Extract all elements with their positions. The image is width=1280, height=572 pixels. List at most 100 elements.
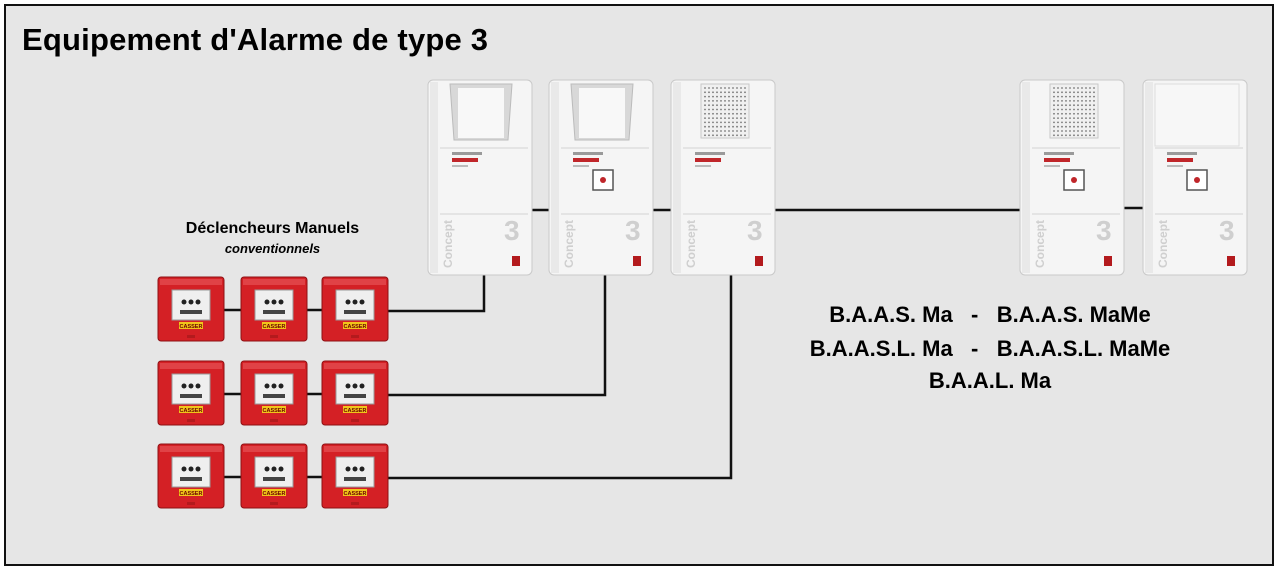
speaker-hole — [716, 100, 718, 102]
speaker-hole — [1077, 125, 1079, 128]
speaker-hole — [728, 108, 730, 111]
trigger-label: CASSER — [180, 491, 203, 497]
speaker-hole — [728, 130, 730, 132]
speaker-hole — [1085, 112, 1087, 115]
speaker-hole — [1073, 108, 1075, 111]
speaker-hole — [1093, 112, 1095, 115]
speaker-hole — [740, 125, 742, 128]
unit-brand-name: Concept — [441, 220, 455, 268]
speaker-hole — [732, 134, 734, 137]
speaker-hole — [740, 91, 742, 94]
speaker-hole — [704, 100, 706, 102]
unit-brand-number: 3 — [747, 215, 763, 246]
trigger-symbol — [359, 383, 365, 389]
trigger-screw — [187, 502, 195, 505]
speaker-hole — [716, 121, 718, 124]
speaker-hole — [720, 108, 722, 111]
trigger-symbol — [271, 299, 277, 305]
trigger-screw — [351, 502, 359, 505]
unit-logo — [512, 256, 520, 266]
trigger-symbol — [352, 466, 358, 472]
device-type-line-2: B.A.A.S.L. Ma - B.A.A.S.L. MaMe — [809, 336, 1171, 361]
speaker-hole — [1093, 95, 1095, 98]
speaker-hole — [712, 87, 714, 89]
trigger-window — [335, 373, 375, 405]
speaker-hole — [720, 130, 722, 132]
speaker-hole — [1065, 134, 1067, 137]
speaker-hole — [704, 87, 706, 89]
speaker-hole — [720, 91, 722, 94]
trigger-highlight — [324, 446, 386, 452]
speaker-hole — [728, 104, 730, 107]
manual-trigger: CASSER — [157, 276, 225, 342]
unit-side-shade — [1145, 82, 1153, 273]
speaker-hole — [1061, 104, 1063, 107]
speaker-hole — [720, 100, 722, 102]
trigger-window — [335, 456, 375, 488]
trigger-window — [171, 456, 211, 488]
trigger-window — [171, 289, 211, 321]
unit-red-mark — [1167, 158, 1193, 162]
speaker-hole — [708, 130, 710, 132]
trigger-symbol — [278, 299, 284, 305]
speaker-hole — [740, 117, 742, 119]
trigger-window — [171, 373, 211, 405]
speaker-hole — [1057, 87, 1059, 89]
speaker-hole — [736, 130, 738, 132]
trigger-label: CASSER — [344, 408, 367, 414]
speaker-hole — [1089, 108, 1091, 111]
speaker-hole — [720, 95, 722, 98]
speaker-hole — [732, 104, 734, 107]
speaker-hole — [1061, 95, 1063, 98]
speaker-hole — [736, 91, 738, 94]
speaker-hole — [740, 112, 742, 115]
unit-side-shade — [430, 82, 438, 273]
speaker-hole — [732, 100, 734, 102]
speaker-hole — [744, 117, 746, 119]
trigger-text-mark — [263, 477, 285, 481]
speaker-hole — [1085, 95, 1087, 98]
speaker-hole — [736, 87, 738, 89]
speaker-hole — [1085, 108, 1087, 111]
unit-label-mark — [1167, 165, 1183, 167]
manual-trigger: CASSER — [240, 443, 308, 509]
trigger-text-mark — [344, 310, 366, 314]
speaker-hole — [708, 91, 710, 94]
speaker-hole — [1089, 100, 1091, 102]
trigger-window — [254, 456, 294, 488]
page-title: Equipement d'Alarme de type 3 — [22, 22, 489, 57]
speaker-hole — [1081, 134, 1083, 137]
unit-label-mark — [1167, 152, 1197, 155]
trigger-text-mark — [344, 477, 366, 481]
unit-brand-number: 3 — [1096, 215, 1112, 246]
speaker-hole — [704, 134, 706, 137]
speaker-hole — [708, 104, 710, 107]
speaker-hole — [1081, 87, 1083, 89]
speaker-hole — [1085, 91, 1087, 94]
speaker-hole — [1053, 134, 1055, 137]
trigger-symbol — [352, 299, 358, 305]
speaker-hole — [728, 134, 730, 137]
trigger-text-mark — [263, 310, 285, 314]
speaker-hole — [1081, 117, 1083, 119]
speaker-hole — [1081, 130, 1083, 132]
trigger-symbol — [352, 383, 358, 389]
trigger-screw — [351, 335, 359, 338]
speaker-hole — [712, 125, 714, 128]
speaker-hole — [1065, 108, 1067, 111]
speaker-hole — [720, 117, 722, 119]
plain-panel — [1154, 83, 1240, 147]
speaker-hole — [740, 134, 742, 137]
speaker-hole — [728, 91, 730, 94]
manual-triggers-heading: Déclencheurs Manuels — [185, 220, 360, 237]
speaker-hole — [1057, 91, 1059, 94]
speaker-hole — [1081, 112, 1083, 115]
flash-lens-inner — [458, 88, 504, 138]
unit-red-mark — [1044, 158, 1070, 162]
speaker-hole — [1057, 121, 1059, 124]
speaker-hole — [724, 125, 726, 128]
speaker-hole — [1073, 130, 1075, 132]
speaker-hole — [1057, 112, 1059, 115]
